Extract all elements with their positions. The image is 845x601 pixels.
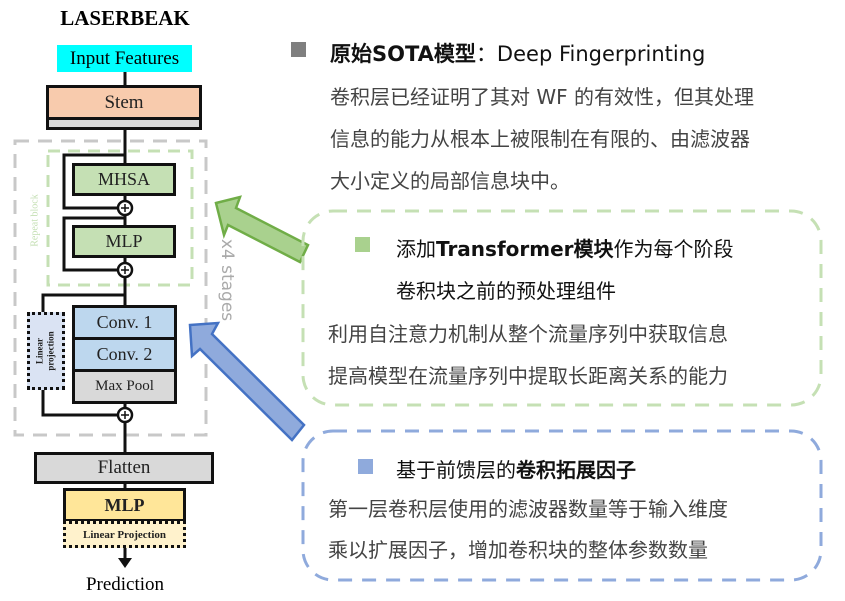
- c-pre: 基于前馈层的: [396, 458, 516, 482]
- flatten-block: Flatten: [34, 452, 214, 484]
- t-pre: 添加: [396, 237, 436, 261]
- green-bullet-icon: [355, 237, 370, 252]
- conv-title: 基于前馈层的卷积拓展因子: [396, 454, 636, 483]
- conv-line: 乘以扩展因子，增加卷积块的整体参数数量: [328, 538, 708, 562]
- linear-projection-side-label: Linear projection: [35, 331, 57, 371]
- t-bold: Transformer模块: [436, 237, 614, 261]
- transformer-title: 添加Transformer模块作为每个阶段: [396, 233, 734, 262]
- mlp-block: MLP: [72, 225, 176, 258]
- model-title: LASERBEAK: [60, 6, 190, 30]
- stem-block: Stem: [46, 85, 202, 120]
- sota-line: 卷积层已经证明了其对 WF 的有效性，但其处理: [330, 85, 754, 109]
- transformer-note-frame: [301, 209, 823, 407]
- repeat-block-label: Repeat block: [29, 194, 41, 247]
- mlp-head-block: MLP: [63, 488, 186, 522]
- transformer-line: 提高模型在流量序列中提取长距离关系的能力: [328, 364, 728, 388]
- conv-note-frame: [301, 429, 823, 582]
- conv-line: 第一层卷积层使用的滤波器数量等于输入维度: [328, 497, 728, 521]
- repeat-block-boundary: [46, 149, 194, 287]
- linear-projection-head: Linear Projection: [63, 521, 186, 548]
- sota-title-rest: ：Deep Fingerprinting: [475, 42, 706, 66]
- linear-projection-side: Linear projection: [27, 312, 65, 390]
- sota-title-bold: 原始SOTA模型: [330, 42, 476, 66]
- conv2-block: Conv. 2: [72, 337, 177, 372]
- stage-boundary: [13, 139, 208, 437]
- conv1-block: Conv. 1: [72, 305, 177, 340]
- blue-arrow-icon: [188, 321, 306, 442]
- prediction-label: Prediction: [85, 574, 165, 595]
- input-features-label: Input Features: [57, 45, 192, 72]
- sota-line: 大小定义的局部信息块中。: [330, 169, 570, 193]
- gray-bullet-icon: [291, 42, 306, 57]
- t-post: 作为每个阶段: [613, 237, 734, 261]
- maxpool-block: Max Pool: [72, 369, 177, 404]
- sota-line: 信息的能力从根本上被限制在有限的、由滤波器: [330, 127, 750, 151]
- mhsa-block: MHSA: [72, 163, 176, 196]
- stages-label: x4 stages: [217, 238, 237, 322]
- stem-norm-bar: [46, 117, 202, 130]
- blue-bullet-icon: [358, 459, 373, 474]
- sota-title: 原始SOTA模型：Deep Fingerprinting: [330, 38, 705, 68]
- green-arrow-icon: [214, 195, 310, 264]
- transformer-line: 利用自注意力机制从整个流量序列中获取信息: [328, 322, 728, 346]
- transformer-title-line2: 卷积块之前的预处理组件: [396, 279, 616, 303]
- c-bold: 卷积拓展因子: [516, 458, 636, 482]
